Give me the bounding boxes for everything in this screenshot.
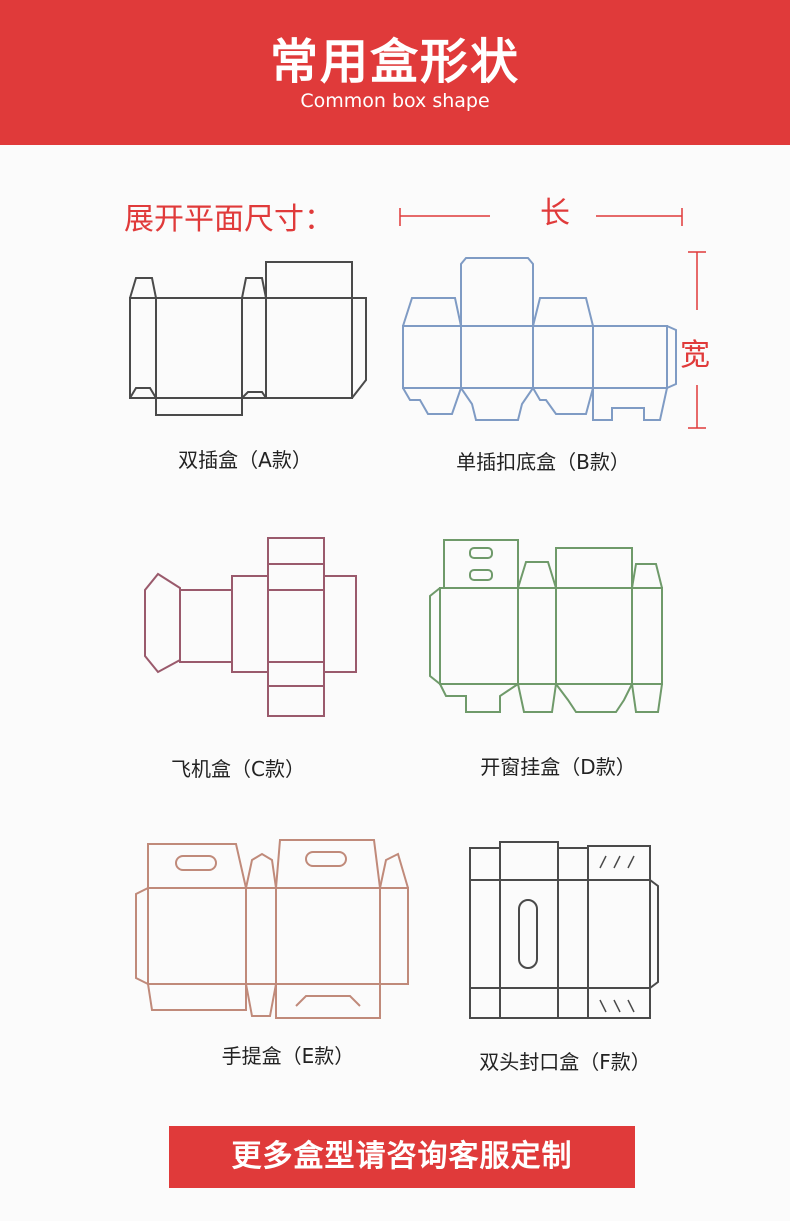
width-label: 宽 — [680, 338, 710, 373]
custom-box-contact-button[interactable]: 更多盒型请咨询客服定制 — [169, 1126, 635, 1188]
unfold-size-label: 展开平面尺寸： — [124, 202, 334, 237]
box-f-diagram — [469, 841, 659, 1019]
box-b-diagram — [402, 257, 677, 421]
box-d-caption: 开窗挂盒（D款） — [480, 755, 636, 779]
box-e-diagram — [135, 839, 409, 1019]
box-c-caption: 飞机盒（C款） — [171, 757, 305, 781]
box-a-diagram — [129, 261, 367, 416]
length-dimension-line — [399, 208, 683, 226]
box-c-diagram — [144, 537, 357, 717]
box-a-caption: 双插盒（A款） — [178, 448, 312, 472]
box-d-diagram — [429, 539, 663, 713]
page-title: 常用盒形状 — [269, 34, 520, 90]
box-b-caption: 单插扣底盒（B款） — [456, 450, 630, 474]
box-e-caption: 手提盒（E款） — [221, 1044, 355, 1068]
header-banner: 常用盒形状 Common box shape — [0, 0, 790, 145]
box-f-caption: 双头封口盒（F款） — [479, 1050, 651, 1074]
length-label: 长 — [540, 196, 570, 231]
page-subtitle: Common box shape — [300, 90, 490, 112]
width-dimension-line — [688, 251, 706, 429]
